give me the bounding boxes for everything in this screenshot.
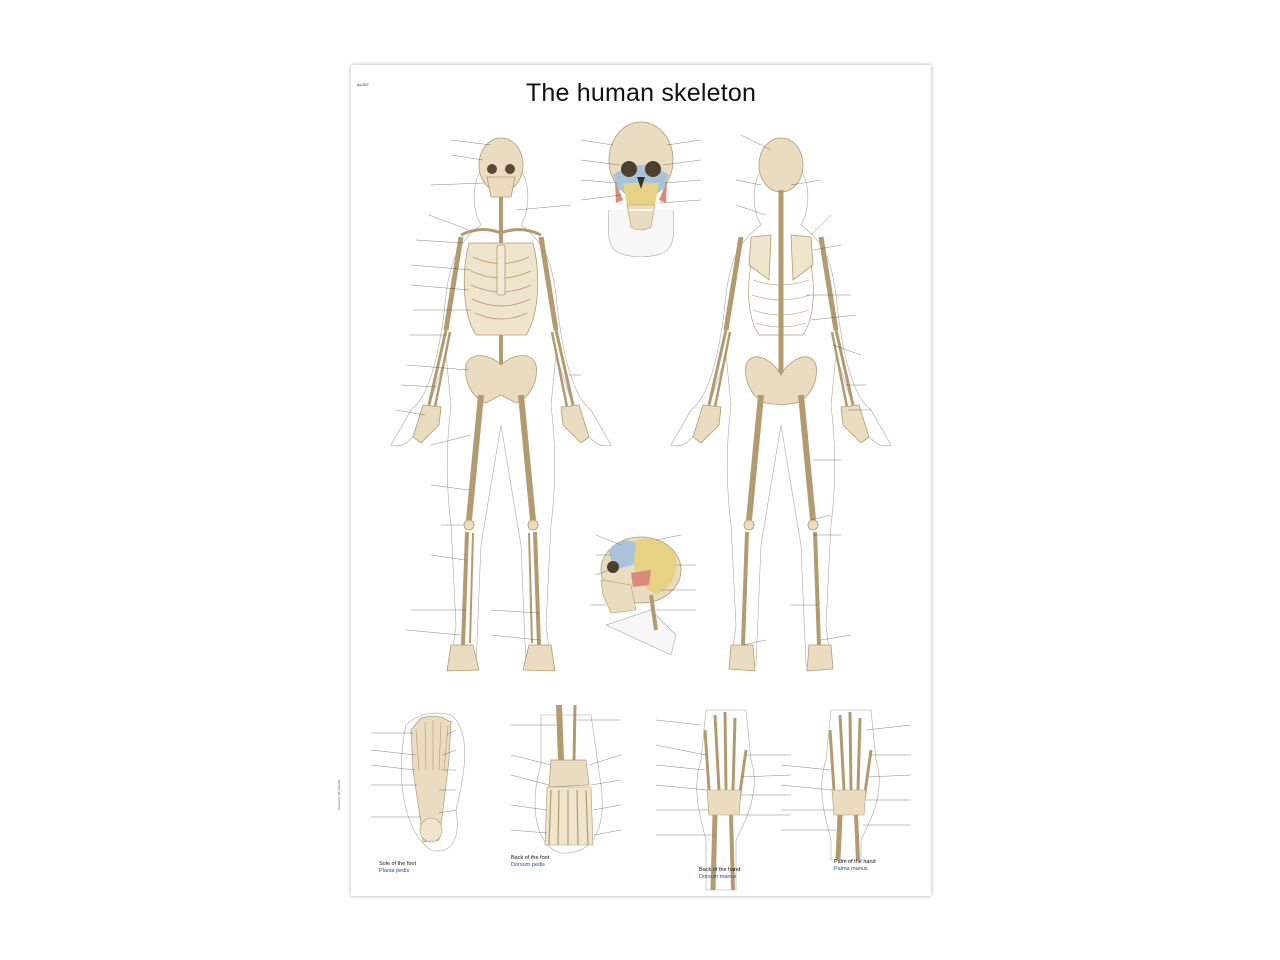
foot-sole <box>401 712 465 852</box>
caption-back-of-foot: Back of the foot Dorsum pedis <box>511 855 549 868</box>
skull-front-labels <box>580 139 702 204</box>
caption-sole-of-foot: Sole of the foot Planta pedis <box>379 861 416 874</box>
hand-palm <box>821 709 880 861</box>
print-note: Printed by 3B Scientific <box>337 779 341 810</box>
caption-en: Back of the foot <box>511 855 550 861</box>
foot-back-labels <box>510 719 622 836</box>
caption-en: Sole of the foot <box>379 861 416 867</box>
poster-title: The human skeleton <box>525 79 757 107</box>
hand-palm-labels <box>780 724 912 831</box>
hand-back <box>696 709 755 891</box>
caption-en: Palm of the hand <box>834 859 876 865</box>
caption-la: Planta pedis <box>379 867 410 874</box>
foot-back <box>534 704 603 854</box>
caption-la: Palma manus <box>834 865 868 872</box>
back-skeleton <box>670 137 892 672</box>
hand-back-labels <box>655 719 792 836</box>
skull-side-labels <box>591 534 696 611</box>
skull-side-view <box>600 536 682 656</box>
front-skeleton <box>390 137 612 672</box>
caption-en: Back of the hand <box>699 867 741 873</box>
skeleton-illustrations <box>370 121 912 891</box>
front-skeleton-labels <box>395 139 581 641</box>
poster-code: AL202 <box>357 82 369 87</box>
caption-back-of-hand: Back of the hand Dorsum manus <box>699 867 740 880</box>
skull-front-view <box>608 121 674 258</box>
foot-sole-labels <box>370 729 457 818</box>
anatomy-poster: AL202 The human skeleton Printed by 3B S… <box>337 65 931 896</box>
caption-palm-of-hand: Palm of the hand Palma manus <box>834 859 876 872</box>
back-skeleton-labels <box>735 134 871 646</box>
caption-la: Dorsum pedis <box>511 861 545 868</box>
caption-la: Dorsum manus <box>699 873 737 880</box>
